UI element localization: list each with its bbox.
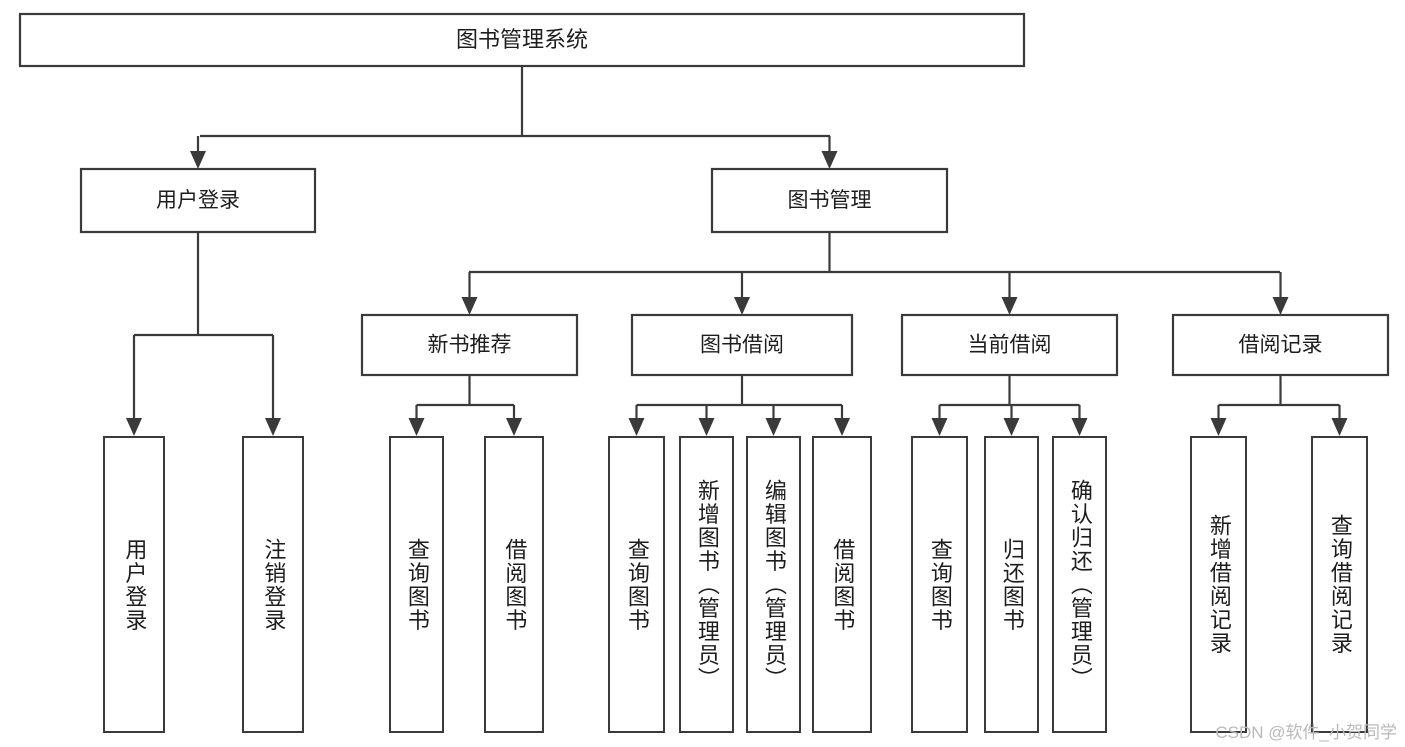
arrow-head-icon (1003, 418, 1020, 436)
level2-node-current-borrow-box[interactable] (900, 313, 1119, 377)
leaf-node-leaf-add-book-admin-label: 新增图书（管理员） (694, 478, 720, 691)
leaf-node-leaf-user-login-label: 用户登录 (122, 537, 148, 632)
leaf-node-leaf-query-book-1[interactable]: 查询图书 (389, 436, 444, 733)
arrow-head-icon (1331, 418, 1348, 436)
leaf-node-leaf-return-book-label: 归还图书 (999, 537, 1025, 632)
arrow-head-icon (461, 297, 478, 315)
leaf-node-leaf-borrow-book-2-label: 借阅图书 (830, 537, 856, 632)
level1-node-book-management-label: 图书管理 (788, 189, 872, 212)
leaf-node-leaf-query-book-1-label: 查询图书 (404, 537, 430, 632)
arrow-head-icon (834, 418, 850, 436)
leaf-node-leaf-query-borrow-record-label: 查询借阅记录 (1327, 514, 1353, 655)
level2-node-new-book-recommend-label: 新书推荐 (428, 334, 512, 357)
arrow-head-icon (1071, 418, 1088, 436)
arrow-head-icon (1272, 297, 1289, 315)
arrow-head-icon (765, 418, 782, 436)
leaf-node-leaf-borrow-book-1[interactable]: 借阅图书 (484, 436, 544, 733)
level1-node-user-login-box[interactable] (79, 167, 317, 234)
level2-node-book-borrow-box[interactable] (630, 313, 854, 377)
level2-node-book-borrow-label: 图书借阅 (700, 334, 784, 357)
arrow-head-icon (190, 151, 206, 169)
arrow-head-icon (506, 418, 522, 436)
leaf-node-leaf-edit-book-admin[interactable]: 编辑图书（管理员） (746, 436, 801, 733)
connector-lines (126, 66, 1348, 436)
level2-node-new-book-recommend-box[interactable] (360, 313, 579, 377)
leaf-node-leaf-return-book[interactable]: 归还图书 (984, 436, 1039, 733)
arrow-head-icon (931, 418, 948, 436)
leaf-node-leaf-query-book-3-label: 查询图书 (927, 537, 953, 632)
leaf-node-leaf-borrow-book-1-label: 借阅图书 (502, 537, 528, 632)
arrow-head-icon (408, 418, 425, 436)
root-node-label: 图书管理系统 (456, 27, 588, 52)
leaf-node-leaf-add-borrow-record[interactable]: 新增借阅记录 (1190, 436, 1247, 733)
arrow-head-icon (126, 418, 142, 436)
arrow-head-icon (1210, 418, 1227, 436)
arrow-head-icon (734, 297, 750, 315)
level1-node-user-login-label: 用户登录 (156, 189, 240, 212)
leaf-node-leaf-query-book-3[interactable]: 查询图书 (911, 436, 968, 733)
arrow-head-icon (821, 151, 838, 169)
level2-node-borrow-record-label: 借阅记录 (1239, 334, 1323, 357)
leaf-node-leaf-logout-login-label: 注销登录 (261, 537, 287, 632)
arrow-head-icon (1001, 297, 1018, 315)
leaf-node-leaf-logout-login[interactable]: 注销登录 (242, 436, 304, 733)
level2-node-borrow-record-box[interactable] (1171, 313, 1390, 377)
arrow-head-icon (698, 418, 715, 436)
leaf-node-leaf-query-book-2-label: 查询图书 (624, 537, 650, 632)
level2-node-current-borrow-label: 当前借阅 (968, 334, 1052, 357)
leaf-node-leaf-add-book-admin[interactable]: 新增图书（管理员） (679, 436, 734, 733)
arrow-head-icon (265, 418, 281, 436)
arrow-head-icon (628, 418, 645, 436)
leaf-node-leaf-confirm-return-admin-label: 确认归还（管理员） (1067, 478, 1093, 691)
leaf-node-leaf-query-borrow-record[interactable]: 查询借阅记录 (1311, 436, 1368, 733)
leaf-node-leaf-borrow-book-2[interactable]: 借阅图书 (812, 436, 872, 733)
leaf-node-leaf-query-book-2[interactable]: 查询图书 (608, 436, 665, 733)
root-node-box[interactable] (18, 12, 1026, 68)
watermark-label: CSDN @软件_小贺同学 (1215, 723, 1397, 742)
leaf-node-leaf-confirm-return-admin[interactable]: 确认归还（管理员） (1052, 436, 1107, 733)
leaf-node-leaf-edit-book-admin-label: 编辑图书（管理员） (761, 478, 787, 691)
level1-node-book-management-box[interactable] (710, 167, 949, 234)
leaf-node-leaf-add-borrow-record-label: 新增借阅记录 (1206, 514, 1232, 655)
leaf-node-leaf-user-login[interactable]: 用户登录 (103, 436, 165, 733)
